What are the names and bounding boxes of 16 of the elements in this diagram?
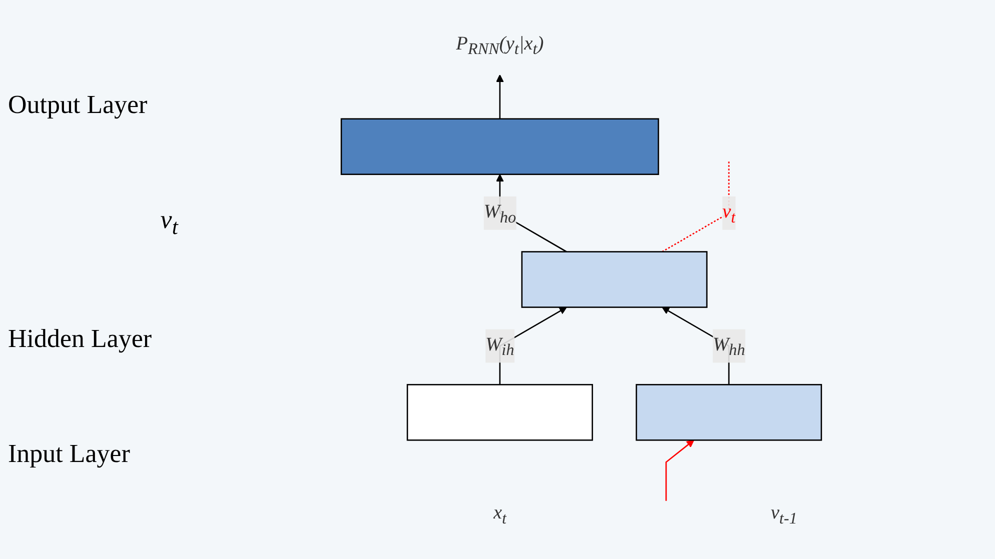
vector-label: x$_{t}$ bbox=[493, 500, 506, 529]
edge-label: W$_{hh}$ bbox=[712, 332, 746, 359]
edge-label: v$_{t}$ bbox=[722, 200, 736, 226]
layer-name: Input Layer bbox=[8, 438, 130, 469]
vector-label: v$_{t}$ bbox=[160, 204, 178, 240]
layer-bar bbox=[340, 118, 660, 176]
weight-label: W$_{ih}$ bbox=[486, 329, 514, 363]
layer-name: Hidden Layer bbox=[8, 324, 152, 354]
arrow bbox=[496, 74, 504, 119]
arrow bbox=[665, 440, 694, 501]
layer-name: Output Layer bbox=[8, 90, 148, 120]
layer-bar bbox=[521, 251, 708, 308]
vector-label: v$_{t-1}$ bbox=[770, 500, 798, 529]
layer-bar bbox=[406, 384, 594, 441]
layer-bar bbox=[636, 384, 822, 441]
probability-label: P$_{RNN}$(y$_{t}$|x$_{t}$) bbox=[456, 30, 544, 60]
